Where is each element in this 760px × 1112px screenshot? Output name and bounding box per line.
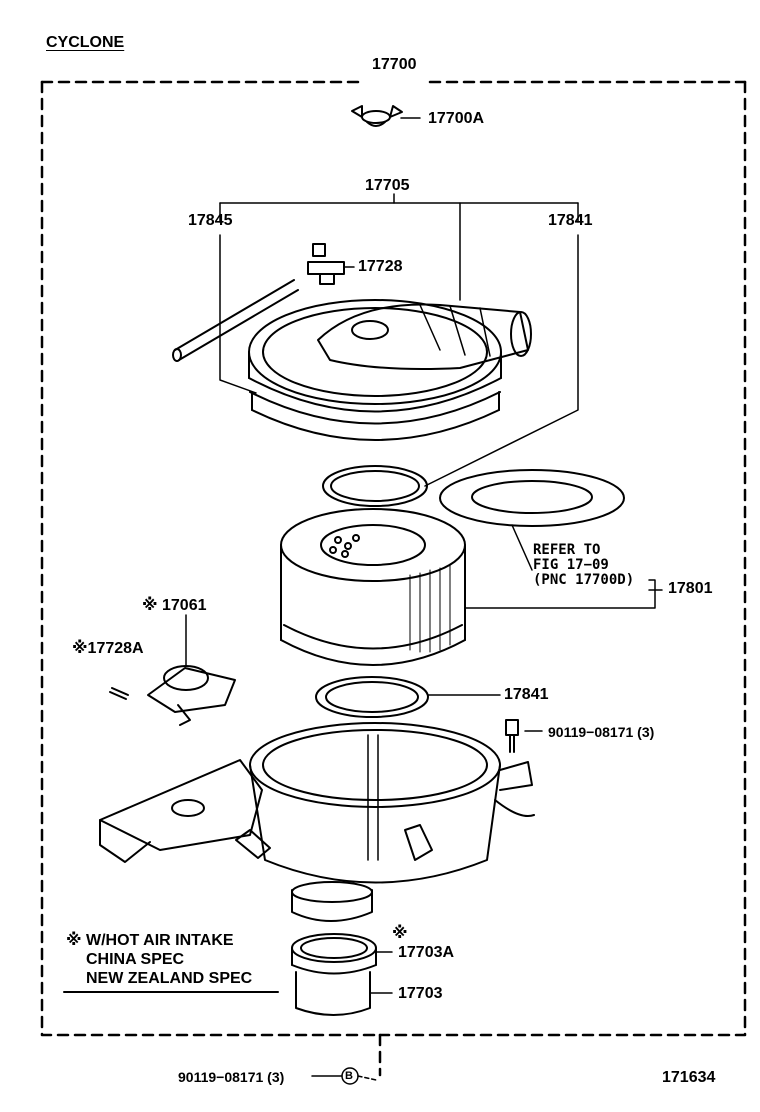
case-drawing <box>99 722 535 884</box>
element-drawing <box>280 508 663 666</box>
bolt-drawing <box>505 719 543 753</box>
label-bolt: 90119−08171 (3) <box>548 724 655 740</box>
top-gasket-drawing <box>322 465 428 507</box>
wing-nut-drawing <box>351 105 421 127</box>
label-17705: 17705 <box>365 177 410 194</box>
label-17703a-mark: ※ <box>392 925 408 942</box>
clamp-drawing <box>291 933 393 975</box>
label-17728a: ※17728A <box>72 640 144 657</box>
label-17703a: 17703A <box>398 944 455 961</box>
footnote-line1: ※ W/HOT AIR INTAKE <box>66 932 234 949</box>
label-17700a: 17700A <box>428 110 485 127</box>
label-17841-top: 17841 <box>548 212 593 229</box>
label-17703: 17703 <box>398 985 443 1002</box>
label-bottom-bolt: 90119−08171 (3) <box>178 1069 285 1085</box>
label-17801: 17801 <box>668 580 713 597</box>
label-17841-bottom: 17841 <box>504 686 549 703</box>
cap-leader-lines <box>219 193 579 487</box>
refer-note-line3: (PNC 17700D) <box>533 572 635 588</box>
cap-drawing <box>248 299 532 441</box>
footnote-line3: NEW ZEALAND SPEC <box>86 970 253 987</box>
valve-drawing <box>307 243 355 285</box>
label-17700: 17700 <box>372 56 417 73</box>
refer-note-line2: FIG 17−09 <box>533 557 609 573</box>
diagram-title: CYCLONE <box>46 34 125 51</box>
bottom-hose-drawing <box>295 971 393 1016</box>
label-17061: ※ 17061 <box>142 597 207 614</box>
label-17728: 17728 <box>358 258 403 275</box>
circle-b-label: B <box>345 1070 353 1082</box>
bottom-bolt-leader <box>311 1067 377 1085</box>
assembly-boundary <box>40 80 747 1077</box>
figure-number: 171634 <box>662 1069 716 1086</box>
filter-sheet-drawing <box>439 469 625 571</box>
bottom-gasket-drawing <box>315 676 501 718</box>
footnote-line2: CHINA SPEC <box>86 951 185 968</box>
hot-air-valve-drawing <box>109 614 236 726</box>
refer-note-line1: REFER TO <box>533 542 601 558</box>
label-17845: 17845 <box>188 212 233 229</box>
case-outlet-drawing <box>291 881 373 922</box>
hose-drawing <box>172 279 299 362</box>
